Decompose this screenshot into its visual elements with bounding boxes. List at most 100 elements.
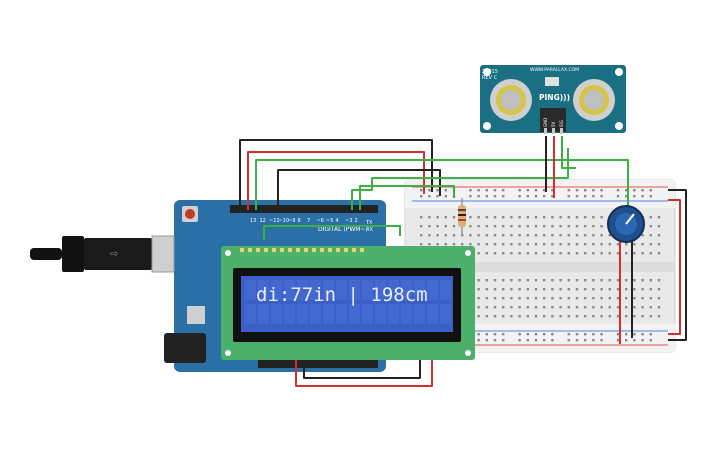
rail-hole[interactable]: [493, 333, 497, 336]
breadboard-hole[interactable]: [625, 279, 628, 282]
breadboard-hole[interactable]: [567, 234, 570, 237]
breadboard-hole[interactable]: [592, 252, 595, 255]
breadboard-hole[interactable]: [559, 252, 562, 255]
breadboard-hole[interactable]: [518, 279, 521, 282]
breadboard-hole[interactable]: [420, 234, 423, 237]
breadboard-hole[interactable]: [534, 234, 538, 237]
rail-hole[interactable]: [633, 333, 636, 336]
rail-hole[interactable]: [551, 339, 554, 342]
rail-hole[interactable]: [584, 195, 587, 198]
breadboard-hole[interactable]: [649, 315, 652, 318]
rail-hole[interactable]: [526, 333, 529, 336]
breadboard-hole[interactable]: [641, 243, 644, 246]
breadboard-hole[interactable]: [461, 243, 464, 246]
rail-hole[interactable]: [600, 339, 603, 342]
breadboard-hole[interactable]: [584, 297, 587, 300]
breadboard-hole[interactable]: [444, 216, 447, 219]
breadboard-hole[interactable]: [625, 315, 628, 318]
breadboard-hole[interactable]: [502, 297, 505, 300]
breadboard-hole[interactable]: [510, 306, 513, 309]
breadboard-hole[interactable]: [493, 315, 497, 318]
rail-hole[interactable]: [633, 189, 636, 192]
breadboard-hole[interactable]: [493, 297, 497, 300]
breadboard-hole[interactable]: [551, 288, 554, 291]
rail-hole[interactable]: [534, 189, 538, 192]
breadboard-hole[interactable]: [485, 243, 488, 246]
breadboard-hole[interactable]: [616, 288, 620, 291]
rail-hole[interactable]: [551, 189, 554, 192]
lcd-pin[interactable]: [240, 248, 244, 252]
breadboard-hole[interactable]: [469, 225, 472, 228]
rail-hole[interactable]: [584, 333, 587, 336]
rail-hole[interactable]: [641, 189, 644, 192]
rail-hole[interactable]: [526, 195, 529, 198]
breadboard-hole[interactable]: [575, 216, 579, 219]
lcd-pin[interactable]: [288, 248, 292, 252]
rail-hole[interactable]: [567, 195, 570, 198]
rail-hole[interactable]: [493, 339, 497, 342]
rail-hole[interactable]: [526, 339, 529, 342]
breadboard-hole[interactable]: [641, 315, 644, 318]
lcd-pin[interactable]: [264, 248, 268, 252]
breadboard-hole[interactable]: [633, 252, 636, 255]
rail-hole[interactable]: [625, 189, 628, 192]
rail-hole[interactable]: [551, 333, 554, 336]
breadboard-hole[interactable]: [559, 297, 562, 300]
breadboard-hole[interactable]: [551, 279, 554, 282]
breadboard-hole[interactable]: [559, 243, 562, 246]
breadboard-hole[interactable]: [493, 279, 497, 282]
rail-hole[interactable]: [567, 333, 570, 336]
rail-hole[interactable]: [633, 339, 636, 342]
breadboard-hole[interactable]: [534, 225, 538, 228]
breadboard-hole[interactable]: [534, 288, 538, 291]
rail-hole[interactable]: [436, 195, 439, 198]
breadboard-hole[interactable]: [649, 306, 652, 309]
breadboard-hole[interactable]: [551, 216, 554, 219]
breadboard-hole[interactable]: [469, 243, 472, 246]
breadboard-hole[interactable]: [518, 252, 521, 255]
breadboard-hole[interactable]: [477, 252, 480, 255]
rail-hole[interactable]: [649, 195, 652, 198]
rail-hole[interactable]: [592, 189, 595, 192]
lcd-pin[interactable]: [328, 248, 332, 252]
breadboard-hole[interactable]: [485, 252, 488, 255]
breadboard-hole[interactable]: [543, 288, 546, 291]
breadboard-hole[interactable]: [526, 216, 529, 219]
rail-hole[interactable]: [518, 333, 521, 336]
breadboard-hole[interactable]: [584, 225, 587, 228]
breadboard-hole[interactable]: [526, 306, 529, 309]
breadboard-hole[interactable]: [608, 297, 611, 300]
breadboard-hole[interactable]: [534, 315, 538, 318]
breadboard-hole[interactable]: [575, 243, 579, 246]
breadboard-hole[interactable]: [559, 288, 562, 291]
breadboard-hole[interactable]: [592, 297, 595, 300]
breadboard-hole[interactable]: [485, 315, 488, 318]
breadboard-hole[interactable]: [633, 297, 636, 300]
breadboard-hole[interactable]: [543, 225, 546, 228]
breadboard-hole[interactable]: [559, 216, 562, 219]
breadboard-hole[interactable]: [608, 234, 611, 237]
breadboard-hole[interactable]: [608, 243, 611, 246]
breadboard-hole[interactable]: [551, 315, 554, 318]
breadboard-hole[interactable]: [567, 297, 570, 300]
breadboard-hole[interactable]: [493, 234, 497, 237]
breadboard-hole[interactable]: [502, 306, 505, 309]
breadboard-hole[interactable]: [526, 288, 529, 291]
breadboard-hole[interactable]: [485, 306, 488, 309]
rail-hole[interactable]: [543, 333, 546, 336]
breadboard-hole[interactable]: [600, 297, 603, 300]
breadboard-hole[interactable]: [625, 243, 628, 246]
breadboard-hole[interactable]: [493, 252, 497, 255]
breadboard-hole[interactable]: [641, 279, 644, 282]
breadboard-hole[interactable]: [518, 288, 521, 291]
breadboard-hole[interactable]: [526, 315, 529, 318]
rail-hole[interactable]: [592, 333, 595, 336]
breadboard-hole[interactable]: [608, 288, 611, 291]
breadboard-hole[interactable]: [510, 279, 513, 282]
sensor-pin[interactable]: [544, 128, 547, 134]
breadboard-hole[interactable]: [649, 288, 652, 291]
rail-hole[interactable]: [616, 195, 620, 198]
breadboard-hole[interactable]: [657, 279, 661, 282]
breadboard-hole[interactable]: [534, 243, 538, 246]
breadboard-hole[interactable]: [657, 315, 661, 318]
